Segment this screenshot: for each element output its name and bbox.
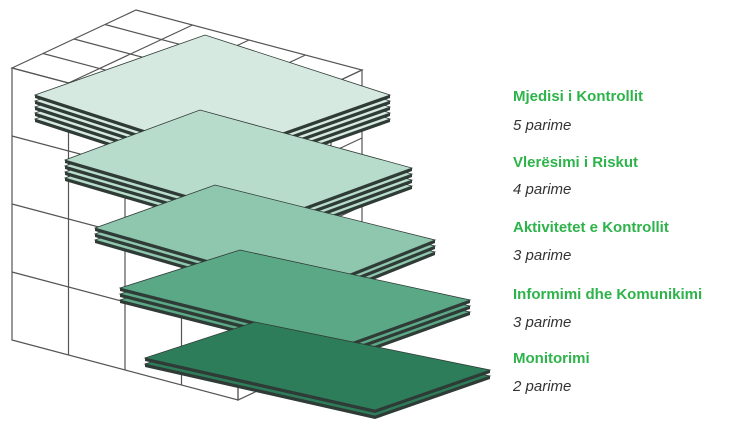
layer-plate [143, 321, 492, 411]
layer-plate-edge [120, 300, 470, 360]
layer-stack-monitoring [143, 321, 492, 419]
layer-plate-edge [120, 288, 470, 348]
layer-stack-information-communication [118, 249, 472, 360]
layer-plate-edge [120, 294, 470, 354]
